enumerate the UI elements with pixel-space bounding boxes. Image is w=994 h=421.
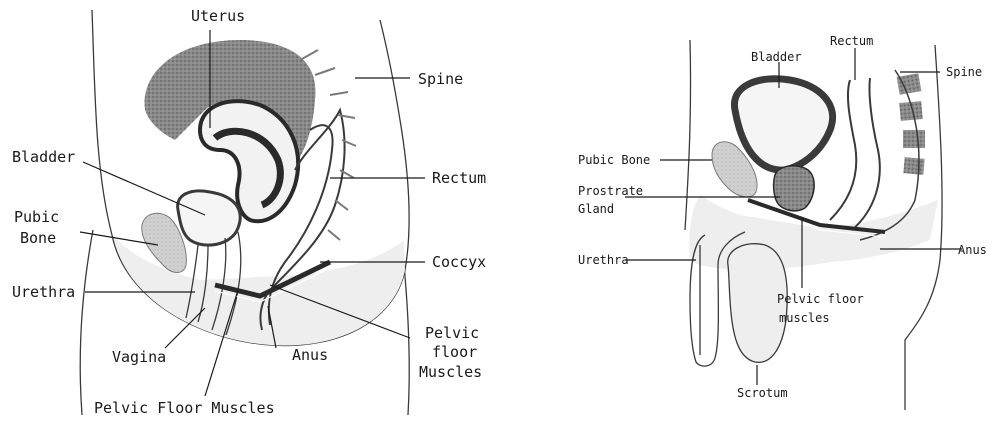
label-spine-male: Spine	[946, 65, 982, 79]
prostate-gland	[774, 166, 815, 211]
label-uterus: Uterus	[191, 7, 245, 25]
male-diagram: Bladder Rectum Spine Pubic Bone Prostrat…	[578, 34, 987, 410]
label-rectum-female: Rectum	[432, 169, 486, 187]
bladder-organ-male	[734, 79, 832, 170]
label-urethra-female: Urethra	[12, 283, 75, 301]
label-pubic-bone-male: Pubic Bone	[578, 153, 650, 167]
female-diagram: Uterus Spine Bladder Rectum Pubic Bone C…	[12, 7, 486, 417]
label-pelvic-line1-male: Pelvic floor	[777, 292, 864, 306]
label-bladder-male: Bladder	[751, 50, 802, 64]
label-anus-male: Anus	[958, 243, 987, 257]
label-prostrate-line2: Gland	[578, 202, 614, 216]
label-pelvic-line1-female: Pelvic	[425, 324, 479, 342]
label-vagina: Vagina	[112, 348, 166, 366]
label-pelvic-line2-female: floor	[432, 343, 477, 361]
label-rectum-male: Rectum	[830, 34, 873, 48]
label-pelvic-line2-male: muscles	[779, 311, 830, 325]
label-bladder-female: Bladder	[12, 148, 75, 166]
label-prostrate-line1: Prostrate	[578, 184, 643, 198]
bladder-organ-female	[178, 191, 241, 245]
label-spine-female: Spine	[418, 70, 463, 88]
label-anus-female: Anus	[292, 346, 328, 364]
label-pelvic-floor-muscles-female: Pelvic Floor Muscles	[94, 399, 275, 417]
label-urethra-male: Urethra	[578, 253, 629, 267]
rectum-organ-male	[830, 78, 880, 230]
label-coccyx: Coccyx	[432, 253, 486, 271]
label-pubic-line1-female: Pubic	[14, 208, 59, 226]
label-pelvic-line3-female: Muscles	[419, 363, 482, 381]
label-scrotum: Scrotum	[737, 386, 788, 400]
label-pubic-line2-female: Bone	[20, 229, 56, 247]
